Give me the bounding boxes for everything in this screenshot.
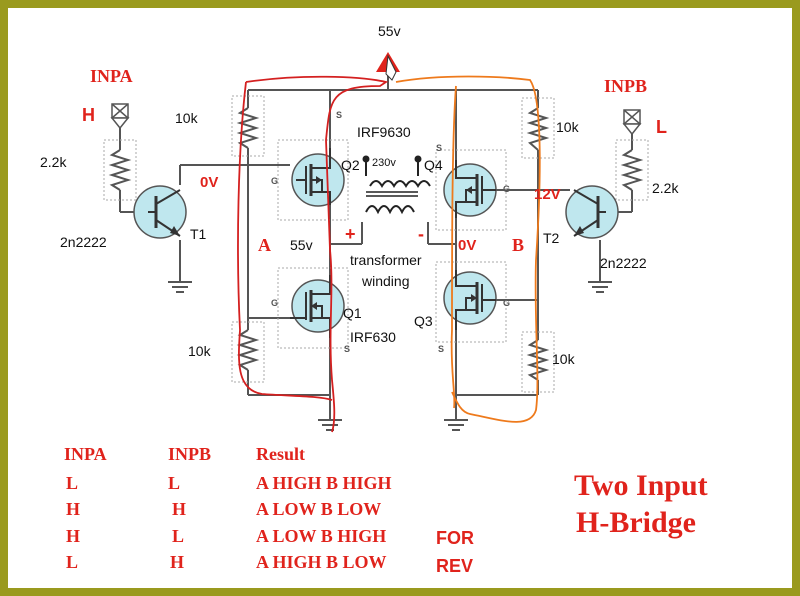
transformer-minus: - xyxy=(418,224,424,244)
supply-label: 55v xyxy=(378,23,401,39)
truth-row-3-tag: FOR xyxy=(436,528,474,548)
diagram-title-line2: H-Bridge xyxy=(576,506,696,539)
inpa-state: H xyxy=(82,105,95,125)
transformer-label-2: winding xyxy=(361,273,409,289)
ground-symbols xyxy=(168,281,612,431)
q3-gate-pin: G xyxy=(503,298,510,308)
right-pullup-resistor xyxy=(526,107,550,151)
inpb-terminal xyxy=(622,109,642,136)
truth-row-3-result: A LOW B HIGH xyxy=(256,526,386,546)
truth-row-1-a: L xyxy=(66,473,78,493)
q2-gate-pin: G xyxy=(271,176,278,186)
q1-label: Q1 xyxy=(343,305,362,321)
q1-source-pin: S xyxy=(344,344,350,354)
left-pulldown-resistor xyxy=(236,329,260,371)
current-path-orange xyxy=(395,75,541,423)
q4-source-pin: S xyxy=(436,143,442,153)
resistors xyxy=(108,107,644,381)
truth-row-1-result: A HIGH B HIGH xyxy=(256,473,392,493)
transformer-symbol xyxy=(362,155,431,215)
truth-row-4-result: A HIGH B LOW xyxy=(256,552,387,572)
q1-gate-pin: G xyxy=(271,298,278,308)
truth-table: INPA INPB Result L L A HIGH B HIGH H H A… xyxy=(64,444,474,576)
transistor-t2 xyxy=(565,185,619,239)
truth-row-4-a: L xyxy=(66,552,78,572)
inpa-terminal xyxy=(110,103,130,130)
t2-name: T2 xyxy=(543,230,560,246)
node-a-voltage: 0V xyxy=(200,174,218,191)
right-pulldown-value: 10k xyxy=(552,351,576,367)
transformer-left-voltage: 55v xyxy=(290,237,313,253)
truth-row-1-b: L xyxy=(168,473,180,493)
truth-row-4-b: H xyxy=(170,552,184,572)
q2-label: Q2 xyxy=(341,157,360,173)
t2-part: 2n2222 xyxy=(600,255,647,271)
mosfet-q3 xyxy=(443,270,497,330)
q4-label: Q4 xyxy=(424,157,443,173)
truth-row-2-b: H xyxy=(172,499,186,519)
truth-row-4-tag: REV xyxy=(436,556,473,576)
mosfet-q1 xyxy=(290,275,345,338)
truth-row-2-a: H xyxy=(66,499,80,519)
truth-row-2-result: A LOW B LOW xyxy=(256,499,381,519)
supply-arrow-icon xyxy=(376,52,400,81)
diagram-title-line1: Two Input xyxy=(574,469,708,502)
truth-header-inpa: INPA xyxy=(64,444,107,464)
truth-row-3-b: L xyxy=(172,526,184,546)
left-pulldown-value: 10k xyxy=(188,343,212,359)
truth-header-result: Result xyxy=(256,444,305,464)
inpb-label: INPB xyxy=(604,76,647,96)
q3-source-pin: S xyxy=(438,344,444,354)
current-path-red xyxy=(237,75,389,433)
q4-gate-pin: G xyxy=(503,184,510,194)
n-mosfet-part: IRF630 xyxy=(350,329,396,345)
p-mosfet-part: IRF9630 xyxy=(357,124,411,140)
inpa-base-resistor xyxy=(108,149,132,191)
inpb-base-res-value: 2.2k xyxy=(652,180,679,196)
inpa-label: INPA xyxy=(90,66,133,86)
node-a-label: A xyxy=(258,235,271,255)
t1-part: 2n2222 xyxy=(60,234,107,250)
right-pulldown-resistor xyxy=(526,339,550,381)
circuit-wires xyxy=(119,68,633,420)
transistor-t1 xyxy=(133,185,187,239)
node-b-label: B xyxy=(512,235,524,255)
right-pullup-value: 10k xyxy=(556,119,580,135)
mosfet-q2 xyxy=(291,148,345,207)
transformer-voltage: 230v xyxy=(372,157,396,169)
q3-label: Q3 xyxy=(414,313,433,329)
t1-name: T1 xyxy=(190,226,207,242)
truth-header-inpb: INPB xyxy=(168,444,211,464)
component-outlines xyxy=(103,95,649,393)
truth-row-3-a: H xyxy=(66,526,80,546)
left-pullup-value: 10k xyxy=(175,110,199,126)
transformer-right-voltage: 0V xyxy=(458,237,476,254)
inpa-base-res-value: 2.2k xyxy=(40,154,67,170)
q2-source-pin: S xyxy=(336,110,342,120)
transformer-plus: + xyxy=(345,224,356,244)
inpb-base-resistor xyxy=(620,149,644,191)
node-b-voltage: 12V xyxy=(534,186,561,203)
transformer-label-1: transformer xyxy=(350,252,422,268)
inpb-state: L xyxy=(656,117,667,137)
mosfet-q4 xyxy=(443,160,497,218)
left-pullup-resistor xyxy=(236,107,260,149)
